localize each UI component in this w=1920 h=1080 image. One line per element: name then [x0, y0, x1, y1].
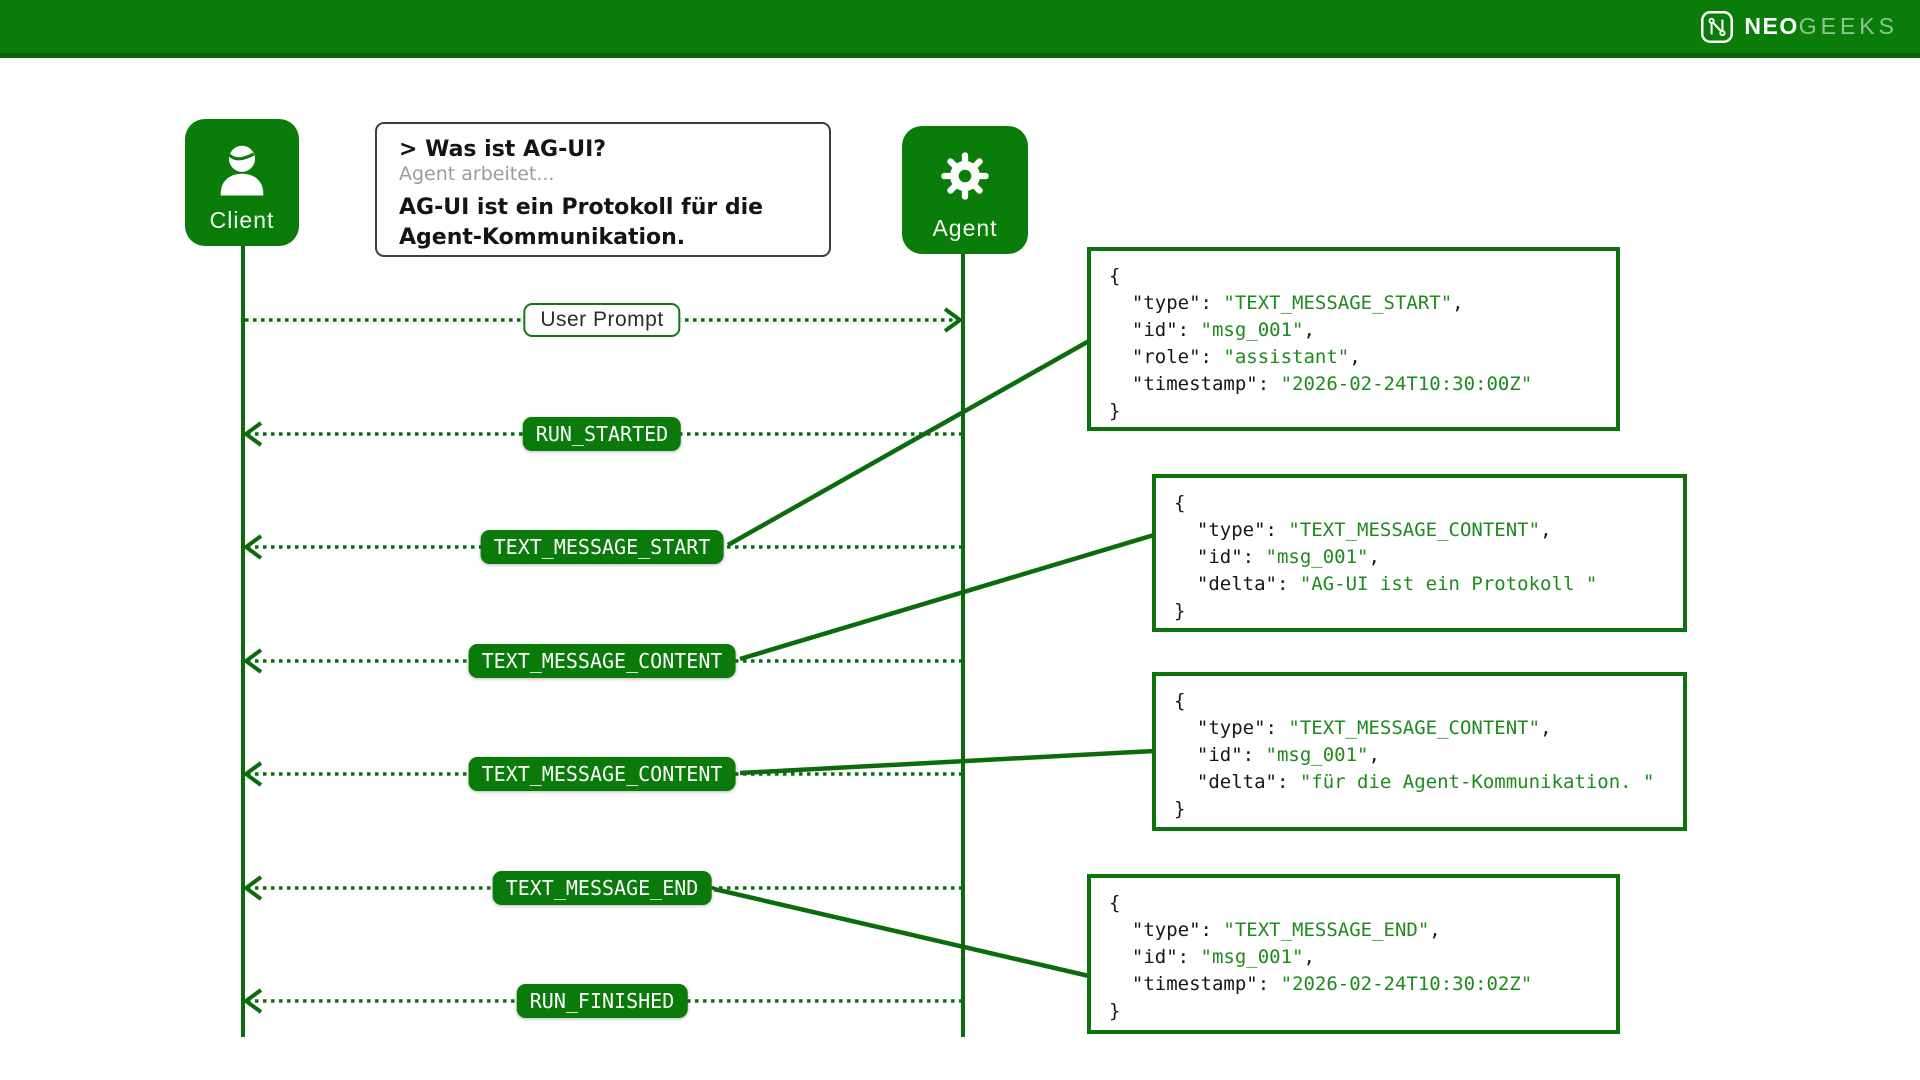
connector-content1-payload: [739, 532, 1155, 662]
message-label-text-message-content-2: TEXT_MESSAGE_CONTENT: [468, 757, 736, 791]
payload-box-text-message-content-1: { "type": "TEXT_MESSAGE_CONTENT", "id": …: [1152, 474, 1687, 632]
connector-start-payload: [726, 339, 1091, 547]
brand-logo: NEOGEEKS: [1700, 10, 1898, 44]
arrowhead-left: [242, 761, 263, 787]
message-label-user-prompt: User Prompt: [523, 303, 681, 337]
message-label-text-message-start: TEXT_MESSAGE_START: [480, 530, 724, 564]
connector-content2-payload: [739, 748, 1155, 776]
message-label-text-message-end: TEXT_MESSAGE_END: [492, 871, 712, 905]
brand-text-bold: NEO: [1744, 13, 1799, 39]
arrowhead-left: [242, 648, 263, 674]
message-label-run-started: RUN_STARTED: [522, 417, 682, 451]
chat-status-text: Agent arbeitet...: [399, 163, 555, 185]
client-actor-label: Client: [209, 207, 275, 233]
brand-text-light: GEEKS: [1798, 13, 1898, 39]
person-icon: [213, 119, 271, 207]
arrowhead-left: [242, 988, 263, 1014]
client-actor-box: Client: [185, 119, 299, 246]
arrowhead-left: [242, 421, 263, 447]
chat-response-text: AG-UI ist ein Protokoll für die Agent-Ko…: [399, 195, 764, 250]
agent-actor-label: Agent: [932, 215, 998, 241]
chat-bubble: > Was ist AG-UI? Agent arbeitet... AG-UI…: [375, 122, 831, 257]
message-label-text-message-content-1: TEXT_MESSAGE_CONTENT: [468, 644, 736, 678]
chat-user-prompt: > Was ist AG-UI?: [399, 137, 607, 162]
brand-text: NEOGEEKS: [1744, 15, 1898, 38]
arrowhead-left: [242, 875, 263, 901]
arrowhead-right: [943, 307, 964, 333]
arrowheads: [242, 307, 964, 1014]
arrowhead-left: [242, 534, 263, 560]
connector-end-payload: [713, 886, 1090, 979]
payload-connectors: [713, 339, 1155, 979]
payload-box-text-message-start: { "type": "TEXT_MESSAGE_START", "id": "m…: [1087, 247, 1620, 431]
payload-box-text-message-content-2: { "type": "TEXT_MESSAGE_CONTENT", "id": …: [1152, 672, 1687, 831]
payload-box-text-message-end: { "type": "TEXT_MESSAGE_END", "id": "msg…: [1087, 874, 1620, 1034]
circuit-n-logo-icon: [1701, 10, 1734, 43]
gear-icon: [937, 126, 993, 215]
agent-actor-box: Agent: [902, 126, 1028, 254]
message-label-run-finished: RUN_FINISHED: [516, 984, 688, 1018]
header-bar: NEOGEEKS: [0, 0, 1920, 58]
message-dotted-lines: [245, 318, 961, 1003]
